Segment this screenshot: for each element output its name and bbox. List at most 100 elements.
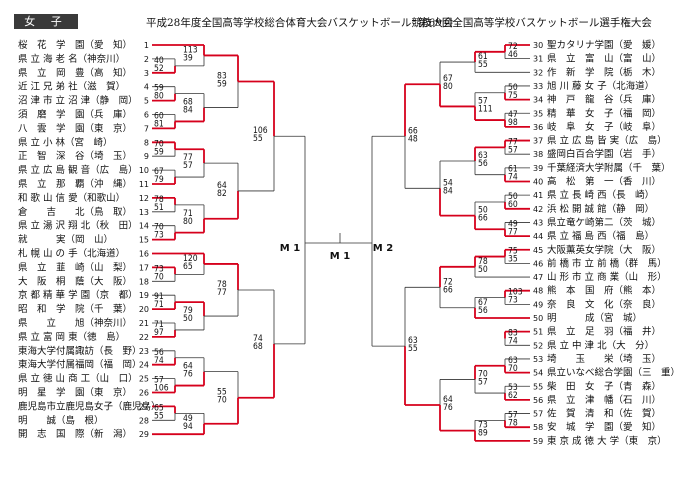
team-name: 県 立 福 島 西（福 島） xyxy=(547,230,654,242)
score-top: 120 xyxy=(183,254,198,264)
team-seed: 23 xyxy=(139,347,149,356)
team-seed: 11 xyxy=(139,180,149,189)
team-name: 桜 花 学 園（愛 知） xyxy=(18,39,132,51)
score-top: 79 xyxy=(183,306,193,316)
score-top: 63 xyxy=(478,151,488,161)
team-name: 正 智 深 谷（埼 玉） xyxy=(18,150,132,162)
score-top: 40 xyxy=(154,56,164,66)
score-top: 57 xyxy=(154,376,164,386)
score-bottom: 35 xyxy=(508,255,518,265)
score-bottom: 70 xyxy=(217,396,227,406)
team-seed: 56 xyxy=(533,396,543,405)
team-name: 奈 良 文 化（奈 良） xyxy=(547,298,661,310)
team-seed: 45 xyxy=(533,246,543,255)
score-bottom: 55 xyxy=(253,134,263,144)
team-name: 沼 津 市 立 沼 津（静 岡） xyxy=(18,95,138,107)
team-name: 八 雲 学 園（東 京） xyxy=(18,122,132,134)
team-seed: 19 xyxy=(139,291,149,300)
score-top: 63 xyxy=(408,336,418,346)
team-name: 県 立 足 羽（福 井） xyxy=(547,326,661,338)
score-bottom: 76 xyxy=(183,370,193,380)
team-seed: 21 xyxy=(139,319,149,328)
score-top: 74 xyxy=(253,334,263,344)
score-top: 64 xyxy=(217,181,227,191)
team-seed: 6 xyxy=(144,111,149,120)
team-seed: 24 xyxy=(139,361,149,370)
score-top: 70 xyxy=(154,139,164,149)
team-name: 県 立 韮 崎（山 梨） xyxy=(18,261,132,273)
score-top: 53 xyxy=(508,383,518,393)
score-bottom: 82 xyxy=(217,189,227,199)
team-seed: 42 xyxy=(533,205,543,214)
team-seed: 25 xyxy=(139,375,149,384)
score-top: 57 xyxy=(478,96,488,106)
team-seed: 58 xyxy=(533,423,543,432)
team-seed: 44 xyxy=(533,232,543,241)
team-name: 東海大学付属福岡（福 岡） xyxy=(18,359,142,371)
score-top: 78 xyxy=(478,257,488,267)
score-bottom: 68 xyxy=(253,342,263,352)
score-bottom: 80 xyxy=(443,82,453,92)
team-name: 旭 川 藤 女 子（北海道） xyxy=(547,80,654,92)
team-name: 柴 田 女 子（青 森） xyxy=(547,380,661,392)
team-seed: 39 xyxy=(533,164,543,173)
team-seed: 20 xyxy=(139,305,149,314)
team-name: 県 立 広 島 観 音（広 島） xyxy=(18,164,138,176)
score-top: 71 xyxy=(154,320,164,330)
score-top: 106 xyxy=(253,126,268,136)
team-seed: 27 xyxy=(139,402,149,411)
score-top: 64 xyxy=(183,362,193,372)
score-top: 57 xyxy=(508,410,518,420)
team-seed: 16 xyxy=(139,250,149,259)
category-badge: 女 子 xyxy=(14,14,78,29)
score-top: 113 xyxy=(183,45,198,55)
team-name: 和 歌 山 信 愛（和歌山） xyxy=(18,192,125,204)
score-bottom: 81 xyxy=(154,119,164,129)
score-bottom: 55 xyxy=(478,60,488,70)
team-name: 安 城 学 園（愛 知） xyxy=(547,421,661,433)
team-name: 県 立 小 林（宮 崎） xyxy=(18,136,113,148)
team-seed: 37 xyxy=(533,137,543,146)
team-name: 精 華 女 子（福 岡） xyxy=(547,107,661,119)
score-bottom: 84 xyxy=(183,106,193,116)
score-top: 50 xyxy=(508,83,518,93)
team-seed: 49 xyxy=(533,300,543,309)
score-top: 49 xyxy=(508,219,518,229)
score-top: 66 xyxy=(408,126,418,136)
score-top: 64 xyxy=(443,395,453,405)
team-seed: 7 xyxy=(144,124,149,133)
team-seed: 38 xyxy=(533,150,543,159)
team-name: 鹿児島市立鹿児島女子（鹿児島） xyxy=(18,400,161,412)
team-name: 作 新 学 院（栃 木） xyxy=(547,66,661,78)
team-seed: 4 xyxy=(144,83,149,92)
team-seed: 15 xyxy=(139,236,149,245)
score-bottom: 57 xyxy=(478,377,488,387)
team-name: 昭 和 学 院（千 葉） xyxy=(18,303,132,315)
score-bottom: 77 xyxy=(217,288,227,298)
team-name: 札 幌 山 の 手（北海道） xyxy=(18,248,125,260)
team-name: 盛岡白百合学園（岩 手） xyxy=(547,148,661,160)
team-name: 就 実（岡 山） xyxy=(18,234,113,246)
team-name: 県 立 中 津 北（大 分） xyxy=(547,339,654,351)
score-bottom: 66 xyxy=(443,285,453,295)
score-bottom: 98 xyxy=(508,118,518,128)
score-bottom: 77 xyxy=(508,227,518,237)
tournament-title-left: 平成28年度全国高等学校総合体育大会バスケットボール競技大会 xyxy=(146,17,454,29)
score-bottom: 51 xyxy=(154,203,164,213)
score-bottom: 62 xyxy=(508,391,518,401)
team-name: 県 立 広 島 皆 実（広 島） xyxy=(547,135,667,147)
team-name: 前 橋 市 立 前 橋（群 馬） xyxy=(547,257,667,269)
score-top: 78 xyxy=(154,195,164,205)
score-top: 91 xyxy=(154,292,164,302)
score-bottom: 76 xyxy=(443,403,453,413)
score-bottom: 59 xyxy=(217,79,227,89)
team-name: 県 立 富 岡 東（徳 島） xyxy=(18,331,125,343)
team-name: 大阪薫英女学院（大 阪） xyxy=(547,244,661,256)
score-bottom: 80 xyxy=(154,92,164,102)
team-seed: 9 xyxy=(144,152,149,161)
team-name: 明 成（宮 城） xyxy=(547,312,642,324)
team-name: 開 志 国 際（新 潟） xyxy=(18,428,132,440)
team-seed: 34 xyxy=(533,96,543,105)
court-label-center: M 1 xyxy=(330,251,350,262)
score-bottom: 59 xyxy=(154,147,164,157)
